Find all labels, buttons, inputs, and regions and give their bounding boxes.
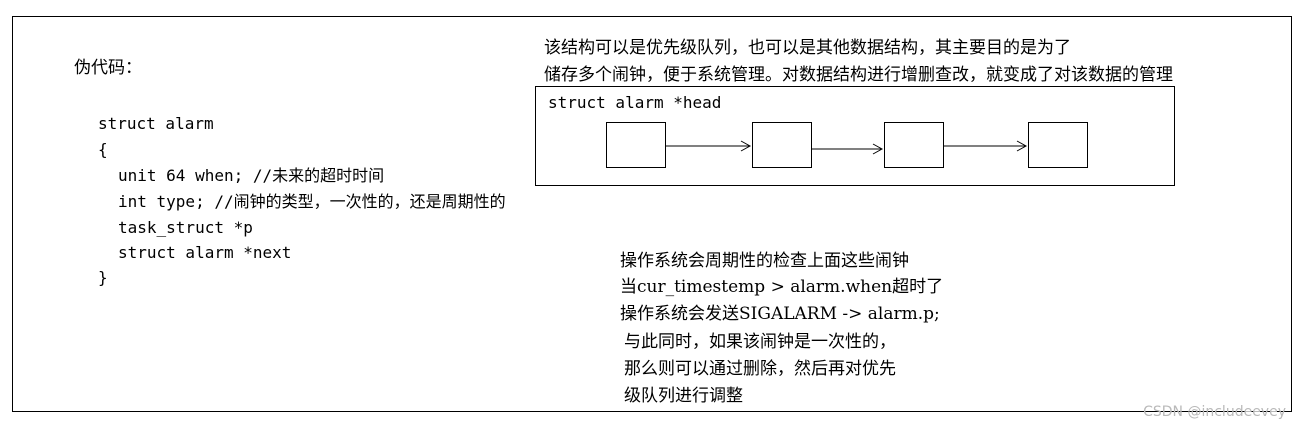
code-line-7: } (98, 268, 108, 287)
code-line-2: { (98, 140, 108, 159)
arrow-head-node-3-to-4 (1016, 140, 1028, 152)
arrow-head-node-1-to-2 (740, 140, 752, 152)
code-line-1: struct alarm (98, 114, 214, 133)
bottom-note-line-3: 操作系统会发送SIGALARM -> alarm.p; (620, 304, 940, 324)
diagram-frame (12, 16, 1292, 412)
head-label: struct alarm *head (548, 93, 722, 112)
bottom-note-line-5: 那么则可以通过删除，然后再对优先 (624, 359, 896, 379)
code-line-4: int type; //闹钟的类型，一次性的，还是周期性的 (118, 192, 506, 211)
pseudocode-heading: 伪代码： (74, 58, 142, 78)
list-node-4 (1028, 122, 1088, 168)
bottom-note-line-4: 与此同时，如果该闹钟是一次性的， (624, 332, 896, 352)
list-node-1 (606, 122, 666, 168)
code-line-6: struct alarm *next (118, 243, 292, 262)
bottom-note-line-2: 当cur_timestemp > alarm.when超时了 (620, 277, 944, 297)
code-line-3: unit 64 when; //未来的超时时间 (118, 166, 385, 185)
csdn-watermark: CSDN @includeevey (1143, 404, 1286, 420)
bottom-note-line-6: 级队列进行调整 (624, 386, 743, 406)
top-note-line-2: 储存多个闹钟，便于系统管理。对数据结构进行增删查改，就变成了对该数据的管理 (544, 65, 1173, 85)
list-node-3 (884, 122, 944, 168)
arrow-head-node-2-to-3 (872, 143, 884, 155)
code-line-5: task_struct *p (118, 218, 253, 237)
top-note-line-1: 该结构可以是优先级队列，也可以是其他数据结构，其主要目的是为了 (544, 38, 1071, 58)
bottom-note-line-1: 操作系统会周期性的检查上面这些闹钟 (620, 251, 909, 271)
list-node-2 (752, 122, 812, 168)
